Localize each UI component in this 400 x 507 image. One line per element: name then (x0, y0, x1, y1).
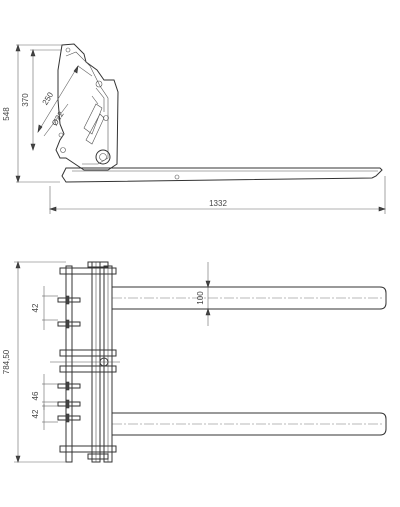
dim-548-arrow-bottom (15, 175, 21, 183)
pin-detail-1 (65, 295, 70, 305)
lower-tine (112, 412, 387, 436)
dim-42b-label: 42 (31, 409, 40, 418)
bracket-outline (55, 43, 119, 171)
dim-42a-label: 42 (31, 303, 40, 312)
mid-plate (59, 349, 117, 357)
dim-784-arrow-bottom (15, 455, 21, 463)
dim-250-arrow-top (73, 64, 79, 74)
dim-250-label: 250 (41, 90, 56, 107)
dim-250-arrow-bottom (37, 124, 43, 134)
pin-detail-2 (65, 319, 70, 329)
dim-1332-arrow-right (378, 206, 386, 212)
dim-46-label: 46 (31, 391, 40, 400)
dim-dia-label: Ø22 (50, 109, 66, 127)
dim-784-arrow-top (15, 261, 21, 269)
pin-hole-tip (58, 132, 64, 138)
upper-tine (112, 286, 387, 310)
side-view: 548 370 250 Ø22 1332 (2, 43, 386, 214)
bracket-slot-2 (85, 113, 105, 145)
bracket-rib (91, 87, 105, 112)
dim-370-arrow-top (30, 49, 36, 57)
pin-hole-middle (103, 115, 109, 121)
pin-detail-5 (65, 413, 70, 423)
dim-548-label: 548 (2, 107, 11, 121)
bottom-plate (59, 445, 117, 453)
frame-rail-left (65, 265, 73, 463)
pin-detail-3 (65, 381, 70, 391)
dim-100-arrow-top (205, 280, 211, 288)
dim-370-label: 370 (21, 93, 30, 107)
mid-plate-2 (59, 365, 117, 373)
dim-dia-leader (43, 103, 69, 137)
dim-1332-label: 1332 (209, 199, 227, 208)
dim-100-label: 100 (196, 291, 205, 305)
top-cap (87, 261, 109, 268)
dim-370-arrow-bottom (30, 143, 36, 151)
pin-hole-upper (95, 80, 103, 88)
pin-hole-lower (60, 147, 66, 153)
dim-784-label: 784,50 (2, 349, 11, 374)
bottom-cap (87, 453, 109, 460)
pin-hole-top (65, 47, 71, 53)
fork-tine (61, 167, 383, 183)
tine-hole (174, 174, 180, 180)
pivot-hub-inner (99, 153, 107, 161)
top-plate (59, 267, 117, 275)
pivot-hub-outer (95, 149, 111, 165)
pin-detail-4 (65, 399, 70, 409)
dim-250-ext (77, 65, 93, 77)
bracket-slot (83, 103, 103, 135)
dim-250-line (37, 65, 79, 133)
dim-1332-arrow-left (49, 206, 57, 212)
dim-548-arrow-top (15, 44, 21, 52)
plan-view: 784,50 42 46 42 100 (2, 261, 387, 463)
dim-100-arrow-bottom (205, 308, 211, 316)
